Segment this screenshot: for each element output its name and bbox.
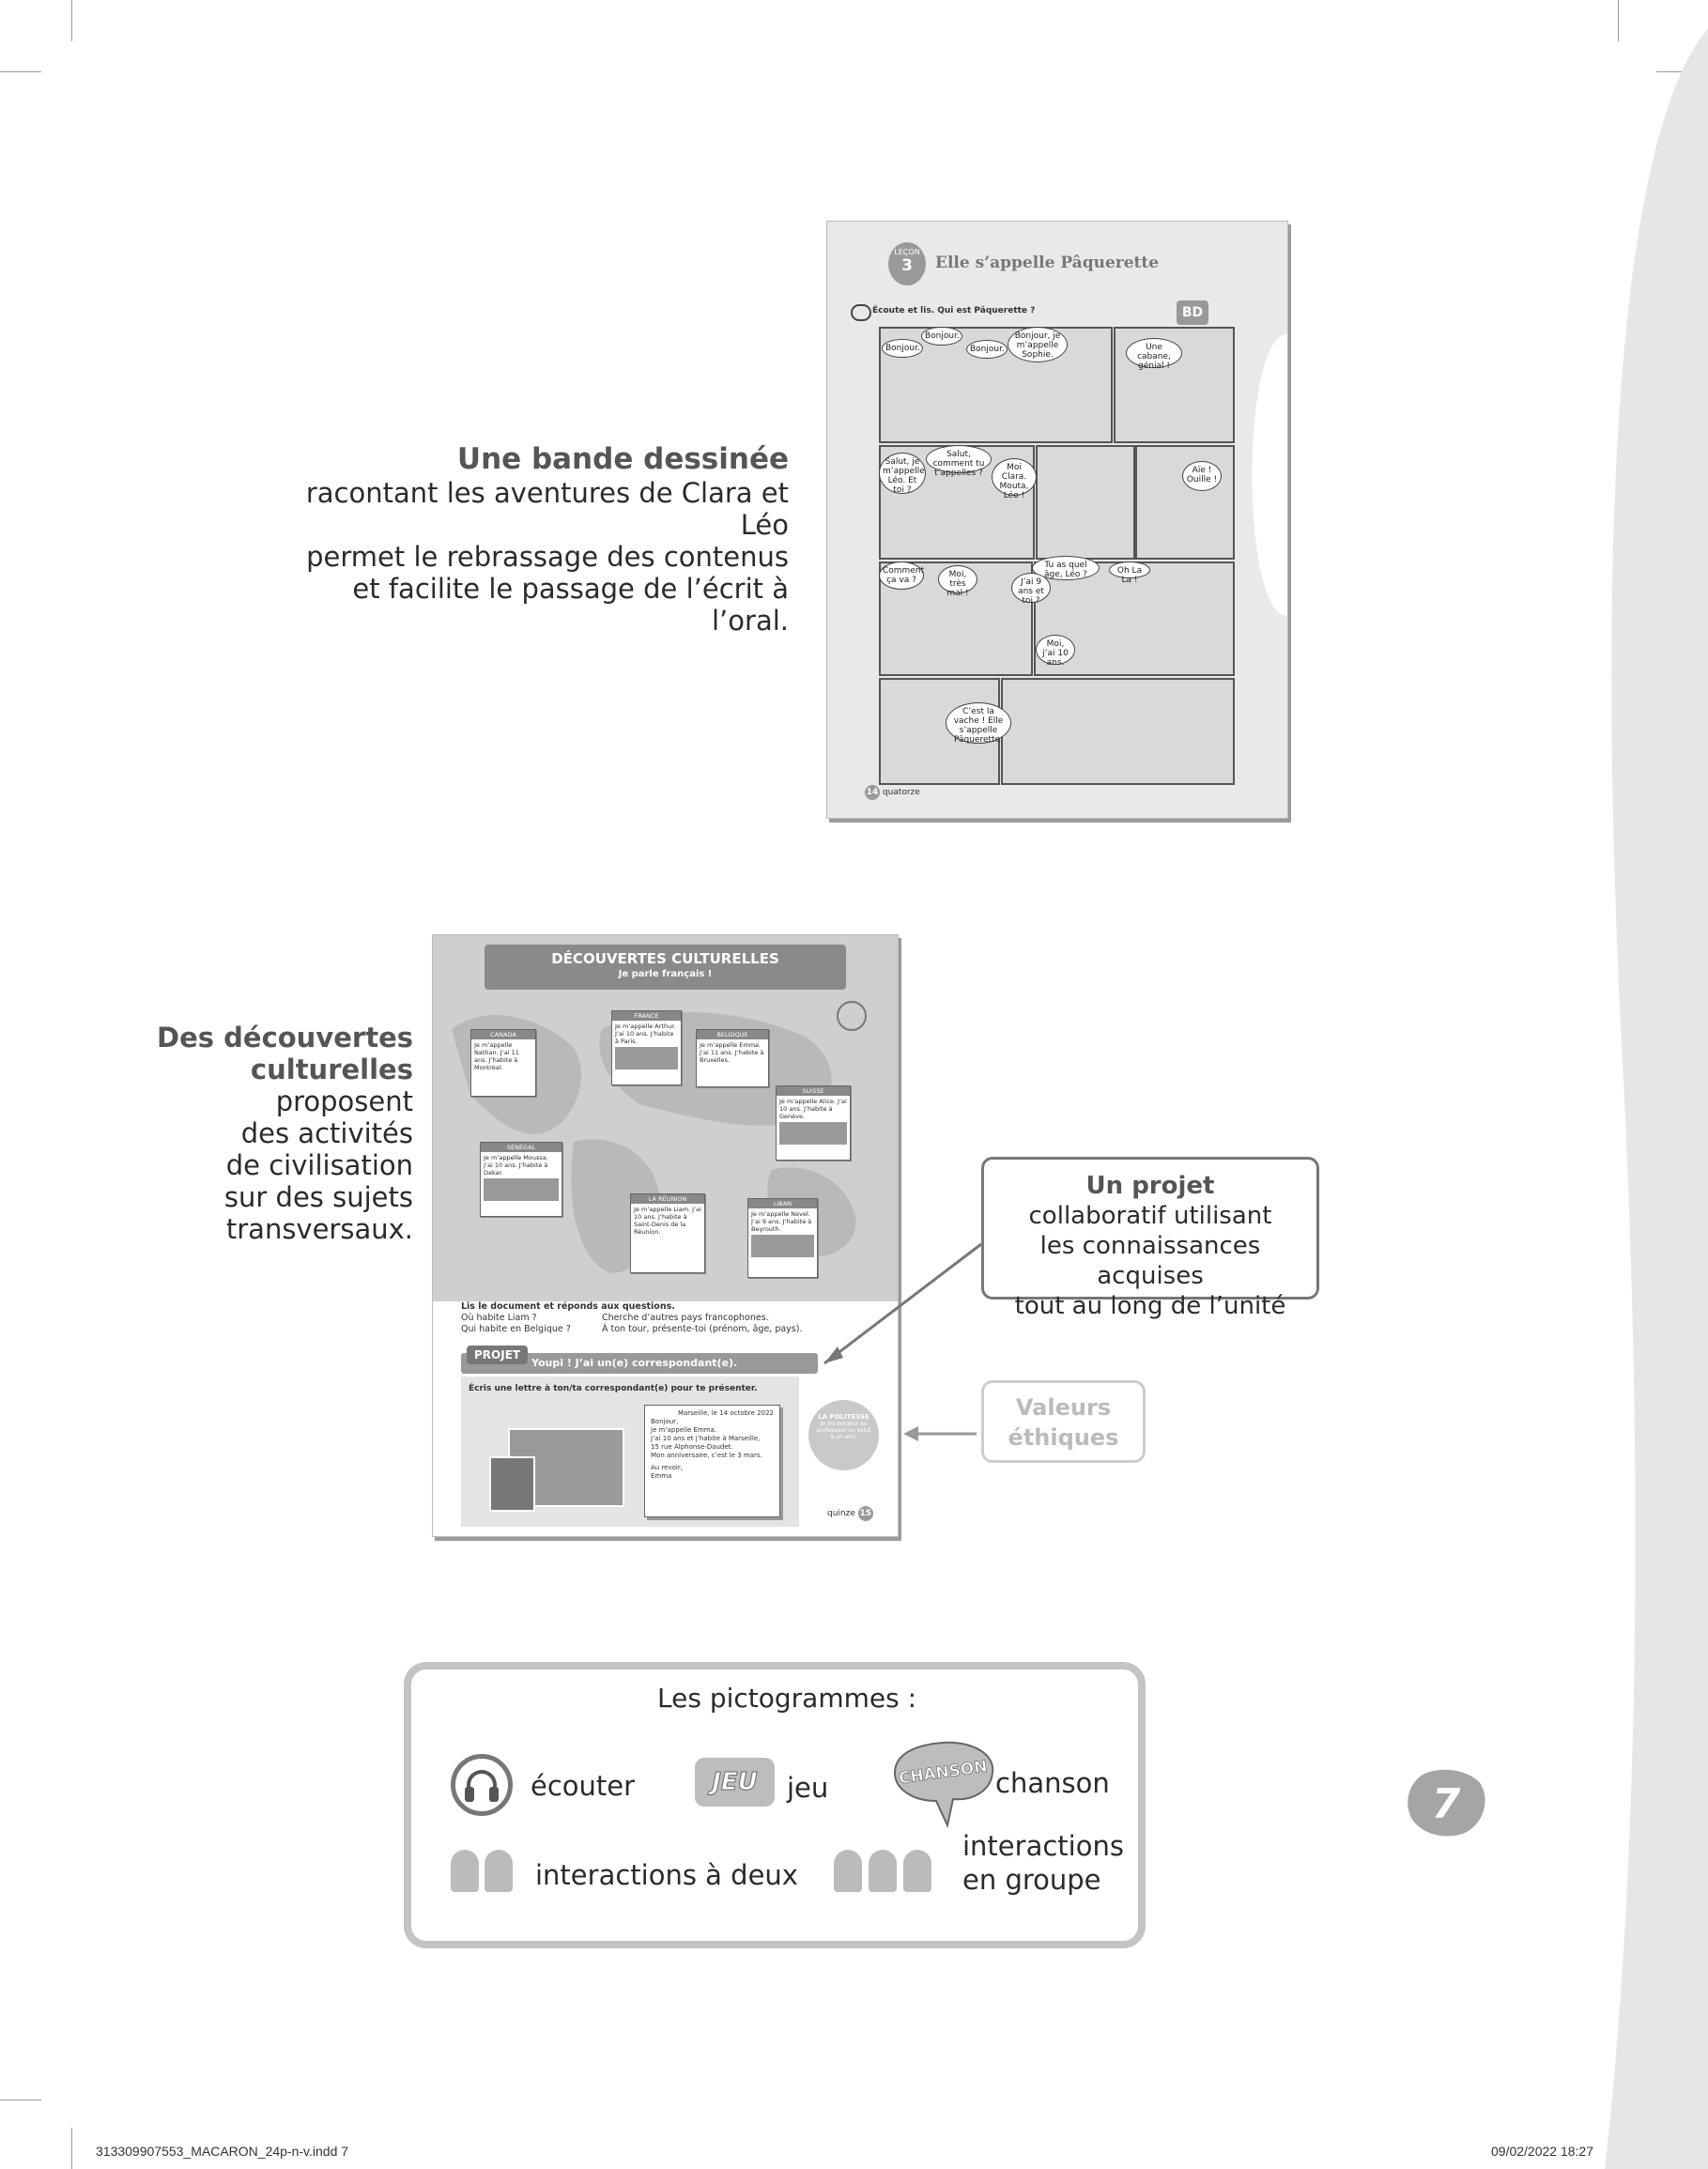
- legend-chanson: chanson: [995, 1767, 1110, 1799]
- footer-date: 09/02/2022 18:27: [1491, 2144, 1593, 2159]
- jeu-badge-icon: JEU: [695, 1758, 775, 1807]
- callout-valeurs-line: Valeurs: [1015, 1394, 1112, 1421]
- country-card: FRANCE Je m’appelle Arthur. J’ai 10 ans.…: [611, 1010, 682, 1085]
- question-item: Cherche d’autres pays francophones.: [602, 1313, 769, 1323]
- thumb2-page-number: quinze 15: [827, 1506, 873, 1521]
- callout-projet-line: les connaissances acquises: [1039, 1232, 1261, 1290]
- speech-bubble: Une cabane, génial !: [1126, 338, 1182, 371]
- photo-placeholder: [751, 1235, 814, 1257]
- photo-placeholder: [484, 1178, 559, 1201]
- country-card: SUISSE Je m’appelle Alice. J’ai 10 ans. …: [776, 1085, 851, 1161]
- country-card: LA RÉUNION Je m’appelle Liam. J’ai 10 an…: [630, 1193, 705, 1273]
- speech-bubble: Moi, très mal !: [938, 565, 977, 598]
- speech-bubble: Bonjour.: [921, 327, 962, 346]
- projet-instruction: Écris une lettre à ton/ta correspondant(…: [469, 1384, 758, 1393]
- comic-title: Elle s’appelle Pâquerette: [935, 254, 1160, 272]
- chanson-burst-icon: CHANSON: [893, 1741, 994, 1829]
- photo-placeholder: [615, 1047, 678, 1069]
- speech-bubble: Bonjour.: [882, 339, 923, 358]
- politesse-badge: LA POLITESSE Je dis bonjour au professeu…: [808, 1400, 879, 1470]
- speech-bubble: Comment ça va ?: [879, 561, 924, 590]
- speech-bubble: Moi Clara. Mouta, Léo !: [992, 458, 1037, 500]
- pictogram-legend-box: [404, 1662, 1146, 1948]
- page-number-blob: 7: [1408, 1769, 1485, 1837]
- section-bd-heading: Une bande dessinée: [456, 442, 789, 476]
- speech-bubble: Moi, j’ai 10 ans.: [1036, 635, 1075, 668]
- speech-bubble: Bonjour.: [966, 340, 1008, 359]
- projet-banner: PROJET Youpi ! J’ai un(e) correspondant(…: [461, 1346, 818, 1374]
- section-bd-description: Une bande dessinée racontant les aventur…: [282, 441, 789, 637]
- country-card: CANADA Je m’appelle Nathan. J’ai 11 ans.…: [470, 1029, 536, 1097]
- culture-title-banner: DÉCOUVERTES CULTURELLES Je parle françai…: [485, 945, 846, 990]
- comic-panel: [1001, 678, 1235, 785]
- section-decouvertes-line: transversaux.: [225, 1213, 413, 1245]
- comic-panel: [1036, 445, 1135, 560]
- question-item: À ton tour, présente-toi (prénom, âge, p…: [602, 1324, 803, 1334]
- headphone-icon: [451, 1754, 513, 1816]
- legend-title: Les pictogrammes :: [657, 1683, 917, 1714]
- speech-bubble: C’est la vache ! Elle s’appelle Pâqueret…: [946, 702, 1011, 745]
- section-decouvertes-line: des activités: [240, 1117, 413, 1149]
- section-decouvertes-line: de civilisation: [225, 1149, 413, 1181]
- country-card: SÉNÉGAL Je m’appelle Moussa. J’ai 10 ans…: [480, 1142, 562, 1217]
- section-bd-line: racontant les aventures de Clara et Léo: [305, 477, 789, 541]
- section-decouvertes-line: sur des sujets: [223, 1181, 413, 1213]
- country-card: BELGIQUE Je m’appelle Emma. J’ai 11 ans.…: [696, 1029, 769, 1087]
- question-item: Où habite Liam ?: [461, 1313, 537, 1323]
- headphone-icon: [851, 304, 871, 321]
- comic-panel: [1135, 445, 1235, 560]
- section-decouvertes-line: proposent: [275, 1085, 413, 1117]
- bd-badge: BD: [1177, 300, 1208, 325]
- footer-filename: 313309907553_MACARON_24p-n-v.indd 7: [96, 2144, 349, 2159]
- speech-bubble: J’ai 9 ans et toi ?: [1011, 573, 1051, 606]
- portrait-photo: [489, 1456, 535, 1512]
- speech-bubble: Aïe ! Ouille !: [1182, 461, 1222, 491]
- group-interaction-icon: [826, 1840, 948, 1892]
- projet-title: Youpi ! J’ai un(e) correspondant(e).: [531, 1357, 738, 1369]
- comic-page-thumbnail: LEÇON 3 Elle s’appelle Pâquerette BD Éco…: [826, 221, 1288, 819]
- culture-questions: Lis le document et réponds aux questions…: [461, 1301, 803, 1334]
- speech-bubble: Salut, je m’appelle Léo. Et toi ?: [879, 453, 926, 495]
- callout-valeurs: Valeurs éthiques: [981, 1380, 1146, 1463]
- projet-label: PROJET: [467, 1346, 529, 1364]
- legend-jeu: jeu: [787, 1772, 829, 1804]
- photo-placeholder: [779, 1122, 847, 1145]
- callout-projet-line: tout au long de l’unité: [1014, 1292, 1286, 1320]
- section-bd-line: et facilite le passage de l’écrit à l’or…: [352, 573, 789, 637]
- callout-valeurs-line: éthiques: [1008, 1424, 1119, 1451]
- speech-bubble: Bonjour, je m’appelle Sophie.: [1008, 327, 1068, 362]
- lecon-badge: LEÇON 3: [888, 242, 926, 285]
- comic-panel: [1114, 327, 1235, 443]
- thumb1-page-number: 14 quatorze: [865, 785, 920, 800]
- compass-icon: [837, 1001, 867, 1031]
- question-item: Qui habite en Belgique ?: [461, 1324, 571, 1334]
- callout-projet: Un projet collaboratif utilisant les con…: [981, 1157, 1319, 1320]
- page-edge-swoosh: [1605, 28, 1708, 2169]
- speech-bubble: Salut, comment tu t’appelles ?: [926, 445, 992, 478]
- section-bd-line: permet le rebrassage des contenus: [306, 541, 789, 573]
- pair-interaction-icon: [443, 1840, 523, 1892]
- callout-projet-heading: Un projet: [1085, 1172, 1215, 1200]
- legend-interactions-groupe: interactions en groupe: [962, 1830, 1124, 1896]
- page-number: 7: [1432, 1780, 1461, 1828]
- callout-projet-line: collaboratif utilisant: [1028, 1202, 1272, 1230]
- country-card: LIBAN Je m’appelle Nevel. J’ai 9 ans. J’…: [747, 1198, 818, 1278]
- legend-interactions-deux: interactions à deux: [535, 1859, 798, 1891]
- speech-bubble: Oh La La !: [1109, 561, 1150, 585]
- section-decouvertes-heading: culturelles: [250, 1054, 413, 1085]
- section-decouvertes-heading: Des découvertes: [157, 1022, 413, 1054]
- comic-instruction: Écoute et lis. Qui est Pâquerette ?: [872, 306, 1036, 315]
- section-decouvertes-description: Des découvertes culturelles proposent de…: [141, 1022, 413, 1245]
- culture-page-thumbnail: DÉCOUVERTES CULTURELLES Je parle françai…: [432, 934, 899, 1537]
- legend-ecouter: écouter: [531, 1770, 636, 1802]
- letter-card: Marseille, le 14 octobre 2022 Bonjour, J…: [644, 1405, 780, 1517]
